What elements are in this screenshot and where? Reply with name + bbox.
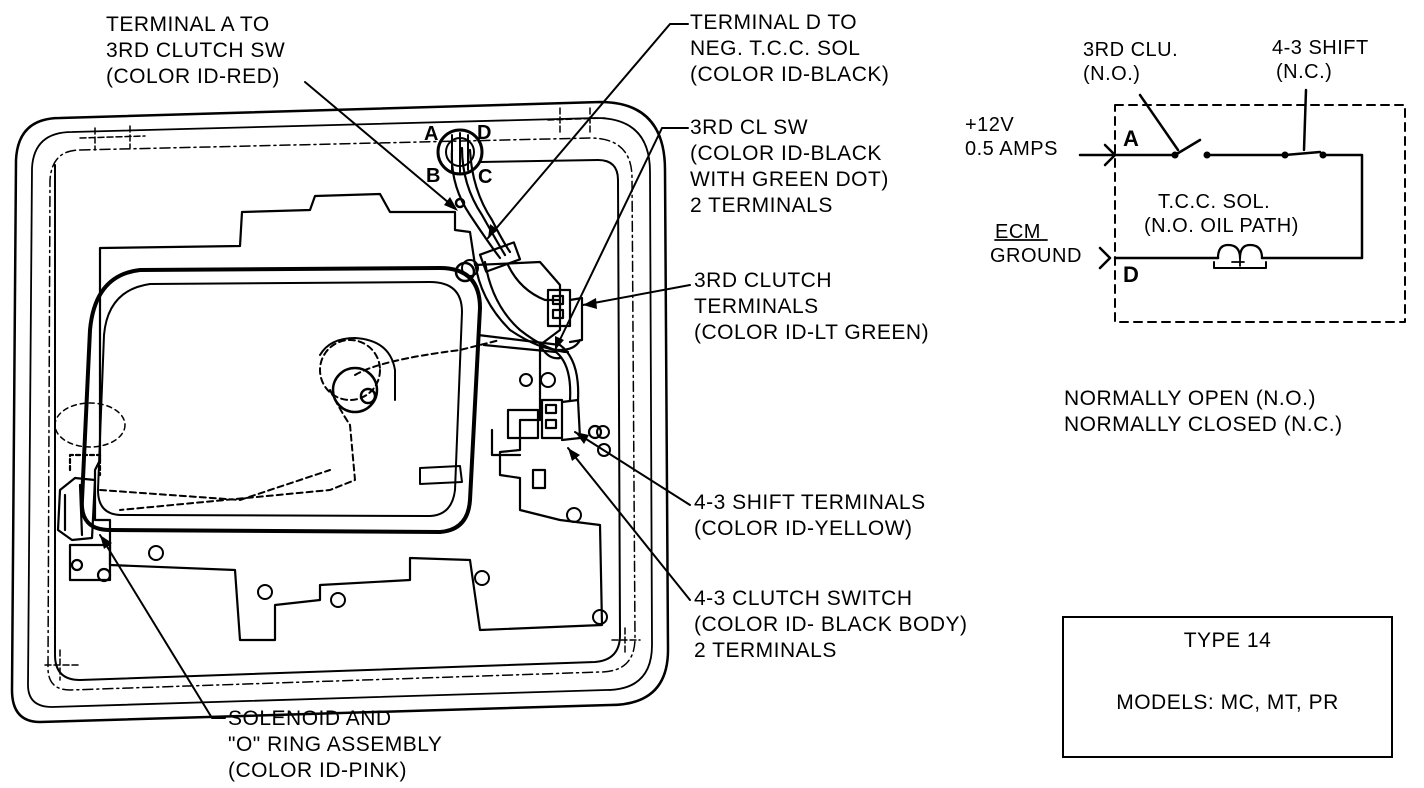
schematic-third-clu-line2: (N.O.) [1083, 63, 1141, 85]
callout-third-cl-sw-line4: 2 TERMINALS [690, 194, 833, 217]
schematic-supply-line2: 0.5 AMPS [965, 138, 1058, 160]
schematic-lines [1078, 88, 1406, 323]
callout-shift-43-terminals: 4-3 SHIFT TERMINALS (COLOR ID-YELLOW) [694, 490, 926, 542]
schematic-solenoid-label: T.C.C. SOL. (N.O. OIL PATH) [1144, 190, 1299, 238]
callout-third-clutch-terminals-line1: 3RD CLUTCH [694, 269, 833, 292]
callout-clutch-43-switch-line3: 2 TERMINALS [694, 639, 837, 662]
callout-terminal-a: TERMINAL A TO 3RD CLUTCH SW (COLOR ID-RE… [106, 12, 285, 90]
corner-bolt-marks [44, 107, 641, 681]
type-box: TYPE 14 MODELS: MC, MT, PR [1062, 616, 1393, 758]
pin-label-a: A [424, 123, 439, 145]
callout-shift-43-terminals-line1: 4-3 SHIFT TERMINALS [694, 491, 926, 514]
leader-lines [99, 23, 691, 719]
type-box-title: TYPE 14 [1183, 629, 1272, 652]
callout-shift-43-terminals-line2: (COLOR ID-YELLOW) [694, 517, 913, 540]
pan-outer-outline [10, 100, 670, 724]
callout-terminal-a-line1: TERMINAL A TO [106, 13, 270, 36]
callout-solenoid-line2: "O" RING ASSEMBLY [228, 733, 443, 756]
callout-third-clutch-terminals-line2: TERMINALS [694, 295, 819, 318]
callout-terminal-d-line1: TERMINAL D TO [690, 11, 858, 34]
legend-normally-closed: NORMALLY CLOSED (N.C.) [1064, 413, 1343, 436]
legend-normally-open: NORMALLY OPEN (N.O.) [1064, 387, 1316, 410]
schematic-dashed-box [1114, 104, 1406, 323]
schematic-solenoid-line2: (N.O. OIL PATH) [1144, 215, 1299, 237]
callout-third-clutch-terminals-line3: (COLOR ID-LT GREEN) [694, 321, 930, 344]
schematic-shift-43-label: 4-3 SHIFT (N.C.) [1272, 36, 1369, 84]
valve-body-plate [93, 192, 604, 642]
schematic-shift-43-line1: 4-3 SHIFT [1272, 37, 1369, 59]
pan-inner-outline [27, 117, 653, 708]
schematic-third-clu-label: 3RD CLU. (N.O.) [1083, 38, 1178, 86]
harness-connector [478, 241, 522, 273]
schematic-ecm-label: ECM GROUND [990, 220, 1082, 268]
schematic-solenoid-line1: T.C.C. SOL. [1158, 191, 1271, 213]
callout-third-cl-sw-line2: (COLOR ID-BLACK [690, 142, 882, 165]
oil-screen [79, 266, 482, 534]
callout-terminal-a-line2: 3RD CLUTCH SW [106, 39, 286, 62]
schematic-ecm-line2: GROUND [990, 245, 1082, 267]
callout-third-cl-sw-line3: WITH GREEN DOT) [690, 168, 889, 191]
callout-clutch-43-switch-line1: 4-3 CLUTCH SWITCH [694, 587, 913, 610]
wiring-harness [450, 146, 582, 402]
callout-third-cl-sw-line1: 3RD CL SW [690, 116, 809, 139]
schematic-pin-d: D [1123, 262, 1139, 287]
schematic-supply-line1: +12V [965, 114, 1015, 136]
callout-terminal-d-line3: (COLOR ID-BLACK) [690, 63, 890, 86]
shift-43-switch [490, 398, 603, 490]
callout-solenoid-line1: SOLENOID AND [228, 707, 392, 730]
callout-terminal-d: TERMINAL D TO NEG. T.C.C. SOL (COLOR ID-… [690, 10, 889, 88]
leader-arrowheads [100, 197, 597, 549]
filter-boss [331, 366, 379, 414]
callout-terminal-d-line2: NEG. T.C.C. SOL [690, 37, 861, 60]
schematic-third-clu-line1: 3RD CLU. [1083, 39, 1179, 61]
solenoid-assembly [56, 453, 112, 583]
callout-third-clutch-terminals: 3RD CLUTCH TERMINALS (COLOR ID-LT GREEN) [694, 268, 929, 346]
schematic-nodes [1171, 151, 1327, 159]
schematic-pin-a: A [1123, 126, 1139, 151]
schematic-ecm-line1: ECM [995, 221, 1041, 243]
pin-label-d: D [477, 122, 492, 144]
legend: NORMALLY OPEN (N.O.) NORMALLY CLOSED (N.… [1064, 386, 1343, 438]
callout-solenoid-line3: (COLOR ID-PINK) [228, 759, 408, 782]
pin-label-b: B [426, 165, 441, 187]
pin-label-c: C [478, 166, 493, 188]
callout-clutch-43-switch-line2: (COLOR ID- BLACK BODY) [694, 613, 968, 636]
dashed-passages [99, 339, 501, 511]
callout-solenoid: SOLENOID AND "O" RING ASSEMBLY (COLOR ID… [228, 706, 442, 784]
callout-clutch-43-switch: 4-3 CLUTCH SWITCH (COLOR ID- BLACK BODY)… [694, 586, 968, 664]
case-connector [436, 128, 484, 176]
pan-dashed-outline [47, 137, 636, 691]
callout-terminal-a-line3: (COLOR ID-RED) [106, 65, 280, 88]
type-box-models: MODELS: MC, MT, PR [1116, 691, 1339, 714]
third-clutch-switch [538, 288, 584, 360]
schematic-shift-43-line2: (N.C.) [1276, 61, 1333, 83]
bolt-holes [148, 259, 611, 625]
schematic-supply-label: +12V 0.5 AMPS [965, 113, 1058, 161]
callout-third-cl-sw: 3RD CL SW (COLOR ID-BLACK WITH GREEN DOT… [690, 115, 889, 219]
